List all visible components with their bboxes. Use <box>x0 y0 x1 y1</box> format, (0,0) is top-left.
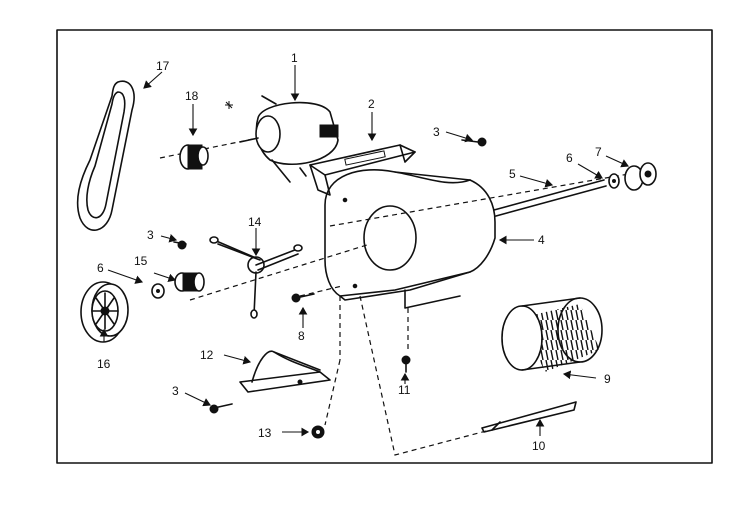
label-part-15: 15 <box>134 254 148 268</box>
screw-part-11 <box>401 308 411 373</box>
label-part-16: 16 <box>97 357 111 371</box>
label-part-3-left: 3 <box>147 228 154 242</box>
label-part-10: 10 <box>532 439 546 453</box>
blower-housing-part-4 <box>324 169 496 309</box>
label-part-7: 7 <box>595 145 602 159</box>
screw-part-3-top <box>461 137 487 147</box>
bearing-part-7 <box>624 162 657 191</box>
label-part-18: 18 <box>185 89 199 103</box>
label-part-2: 2 <box>368 97 375 111</box>
label-part-9: 9 <box>604 372 611 386</box>
label-part-3-top: 3 <box>433 125 440 139</box>
nut-part-13 <box>311 425 325 439</box>
label-part-6-left: 6 <box>97 261 104 275</box>
washer-part-6-right <box>608 173 620 189</box>
motor-part-1 <box>225 95 339 183</box>
label-part-11: 11 <box>398 383 411 397</box>
label-part-14: 14 <box>248 215 262 229</box>
label-part-5: 5 <box>509 167 516 181</box>
shaft-part-5 <box>329 171 641 227</box>
screw-part-3-left <box>173 240 187 250</box>
label-part-3-bottom: 3 <box>172 384 179 398</box>
label-part-4: 4 <box>538 233 545 247</box>
mounting-spider-part-14 <box>189 236 371 319</box>
screw-part-8 <box>291 285 343 303</box>
belt-part-17 <box>76 80 135 231</box>
mounting-bracket-part-12 <box>239 350 331 393</box>
cutoff-plate-part-10 <box>481 401 577 433</box>
motor-pulley-part-18 <box>159 137 259 170</box>
label-part-8: 8 <box>298 329 305 343</box>
diagram-frame <box>56 29 713 464</box>
washer-part-6-left <box>151 283 165 299</box>
label-part-1: 1 <box>291 51 298 65</box>
blower-pulley-part-16 <box>80 281 129 343</box>
motor-mount-part-2 <box>309 144 416 196</box>
label-part-17: 17 <box>156 59 170 73</box>
label-part-12: 12 <box>200 348 214 362</box>
label-part-13: 13 <box>258 426 272 440</box>
blower-wheel-part-9 <box>501 297 603 372</box>
label-part-6-right: 6 <box>566 151 573 165</box>
screw-part-3-bottom <box>209 403 233 414</box>
bearing-part-15 <box>174 272 205 292</box>
